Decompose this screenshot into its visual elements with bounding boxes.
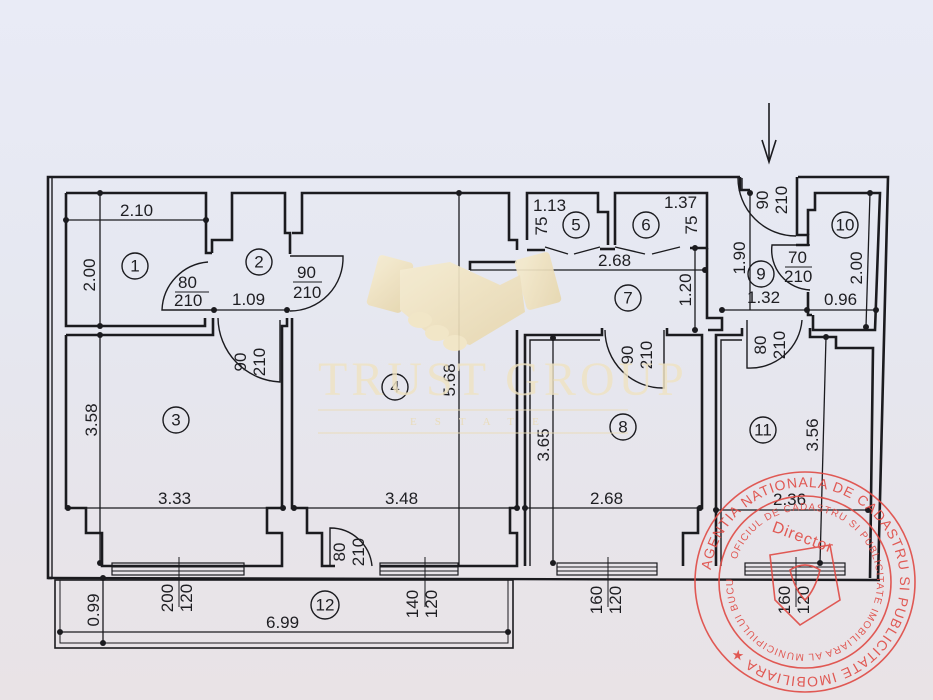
room-11: 2.36 3.56 11 160 120: [713, 328, 875, 614]
room-12-balcony: 6.99 0.99 12: [54, 575, 514, 649]
room-10-height: 2.00: [847, 251, 866, 284]
room-12-label: 12: [316, 596, 335, 615]
room-9-label: 9: [756, 265, 765, 284]
svg-text:210: 210: [772, 186, 791, 214]
svg-text:90: 90: [618, 346, 637, 365]
svg-text:75: 75: [682, 216, 701, 235]
svg-text:140: 140: [403, 590, 422, 618]
room-7: 2.68 1.20 7: [468, 245, 724, 333]
room-6-label: 6: [641, 216, 650, 235]
svg-text:80: 80: [178, 273, 197, 292]
entrance-arrow-icon: [761, 103, 777, 165]
room-1: 2.10 2.00 1: [63, 190, 212, 329]
room-8: 2.68 3.65 8 90 210 160 120: [522, 328, 704, 614]
room-7-label: 7: [623, 289, 632, 308]
room-9-height: 1.90: [730, 241, 749, 274]
room-5: 1.13 75 5: [525, 191, 610, 255]
room-9-width: 1.32: [747, 288, 780, 307]
svg-text:120: 120: [606, 586, 625, 614]
room-11-label: 11: [754, 421, 772, 440]
room-11-width: 2.36: [773, 490, 806, 509]
svg-text:120: 120: [422, 590, 441, 618]
room-3: 3.33 3.58 3 90 210 200 120: [64, 317, 289, 612]
room-4-height: 5.68: [440, 363, 459, 396]
svg-text:210: 210: [174, 291, 202, 310]
room-3-height: 3.58: [82, 403, 101, 436]
svg-text:70: 70: [788, 248, 807, 267]
room-2: 1.09 2 80 210 90 210: [161, 191, 344, 313]
room-11-height: 3.56: [803, 418, 822, 451]
room-2-label: 2: [254, 253, 263, 272]
svg-text:90: 90: [297, 263, 316, 282]
room-4-label: 4: [390, 378, 399, 397]
room-12-height: 0.99: [84, 593, 103, 626]
room-7-height: 1.20: [676, 273, 695, 306]
outer-walls: [46, 175, 890, 582]
svg-text:160: 160: [775, 586, 794, 614]
svg-text:120: 120: [177, 584, 196, 612]
room-5-width: 1.13: [533, 196, 566, 215]
room-6: 1.37 75 6: [600, 191, 709, 255]
svg-text:210: 210: [349, 538, 368, 566]
room-10-width: 0.96: [824, 290, 857, 309]
svg-text:80: 80: [330, 543, 349, 562]
room-8-label: 8: [618, 418, 627, 437]
room-2-width: 1.09: [232, 290, 265, 309]
trust-group-watermark: TRUST GROUP ESTATE: [318, 252, 688, 434]
room-9: 1.32 1.90 9 90 210 70 210 80 210: [719, 177, 879, 369]
room-1-label: 1: [130, 257, 139, 276]
svg-text:200: 200: [158, 584, 177, 612]
svg-text:90: 90: [753, 191, 772, 210]
room-10-label: 10: [836, 216, 855, 235]
room-5-label: 5: [571, 216, 580, 235]
room-1-height: 2.00: [80, 258, 99, 291]
svg-text:210: 210: [293, 283, 321, 302]
watermark-title: TRUST GROUP: [318, 353, 688, 406]
room-10: 0.96 2.00 10: [806, 190, 882, 332]
stamp-center-text: Director: [770, 519, 836, 557]
watermark-subtitle: ESTATE: [410, 416, 557, 428]
room-8-width: 2.68: [590, 489, 623, 508]
svg-text:210: 210: [784, 267, 812, 286]
svg-text:210: 210: [770, 331, 789, 359]
svg-text:80: 80: [751, 336, 770, 355]
svg-text:90: 90: [231, 353, 250, 372]
room-6-width: 1.37: [664, 193, 697, 212]
svg-text:210: 210: [637, 341, 656, 369]
room-4-width: 3.48: [385, 489, 418, 508]
room-3-width: 3.33: [158, 489, 191, 508]
svg-text:160: 160: [587, 586, 606, 614]
room-4: 3.48 5.68 4 80 210 140 120: [290, 190, 520, 618]
room-8-height: 3.65: [534, 428, 553, 461]
room-7-width: 2.68: [598, 251, 631, 270]
room-1-width: 2.10: [120, 201, 153, 220]
svg-text:75: 75: [532, 217, 551, 236]
handshake-icon: [366, 252, 562, 351]
svg-text:210: 210: [250, 348, 269, 376]
room-3-label: 3: [171, 411, 180, 430]
room-12-width: 6.99: [266, 613, 299, 632]
coat-of-arms-icon: [769, 544, 841, 627]
